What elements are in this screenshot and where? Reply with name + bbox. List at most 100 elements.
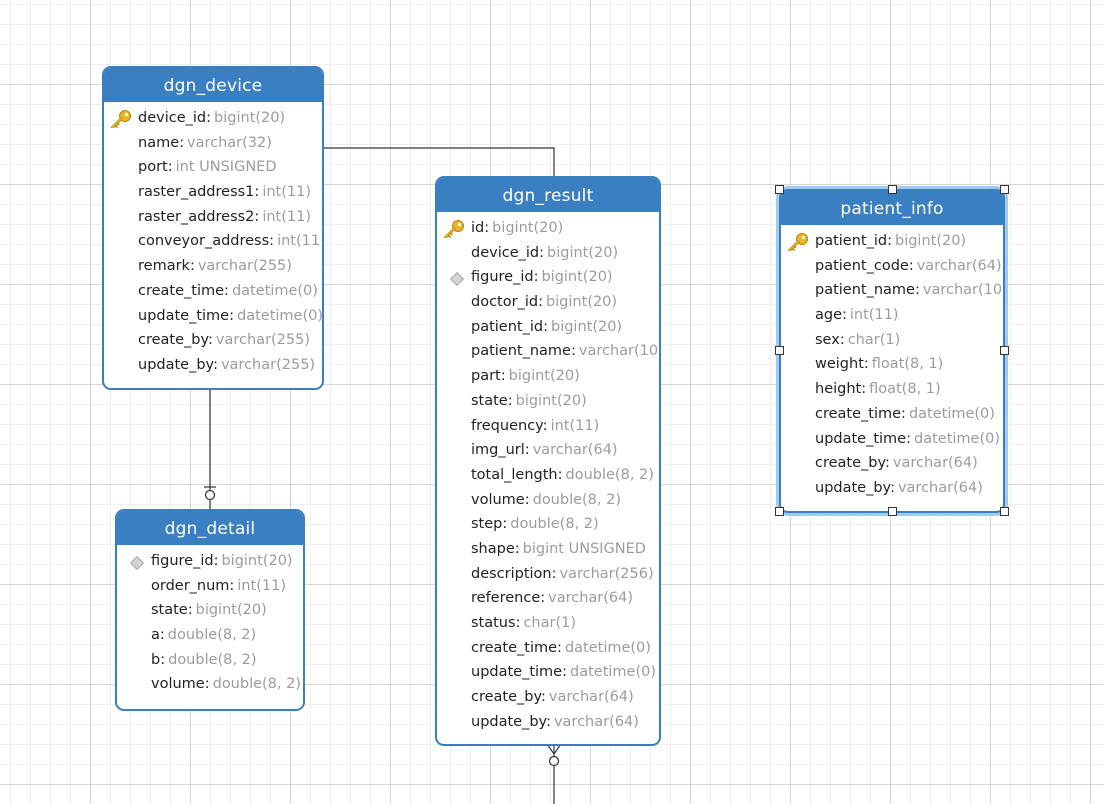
field-row[interactable]: reference:varchar(64)	[437, 586, 659, 611]
primary-key-icon	[110, 109, 132, 129]
field-row[interactable]: port:int UNSIGNED	[104, 155, 322, 180]
field-row[interactable]: frequency:int(11)	[437, 414, 659, 439]
field-row[interactable]: create_time:datetime(0)	[781, 402, 1003, 427]
field-type: int UNSIGNED	[175, 159, 277, 176]
field-row[interactable]: b:double(8, 2)	[117, 648, 303, 673]
field-row[interactable]: name:varchar(32)	[104, 131, 322, 156]
field-row[interactable]: create_by:varchar(64)	[781, 451, 1003, 476]
field-type: varchar(10)	[578, 343, 661, 360]
field-row[interactable]: device_id:bigint(20)	[437, 241, 659, 266]
field-row[interactable]: order_num:int(11)	[117, 574, 303, 599]
field-name: create_by	[815, 455, 886, 472]
field-row[interactable]: remark:varchar(255)	[104, 254, 322, 279]
table-dgn-detail[interactable]: dgn_detail figure_id:bigint(20)order_num…	[115, 509, 305, 711]
resize-handle-bottom[interactable]	[888, 507, 897, 516]
field-row[interactable]: description:varchar(256)	[437, 562, 659, 587]
field-name: step	[471, 516, 503, 533]
field-separator: :	[500, 368, 506, 385]
resize-handle-top-left[interactable]	[775, 185, 784, 194]
table-dgn-device[interactable]: dgn_device device_id:bigint(20)name:varc…	[102, 66, 324, 390]
resize-handle-left[interactable]	[775, 346, 784, 355]
primary-key-icon	[443, 219, 465, 239]
field-type: varchar(64)	[897, 479, 983, 496]
resize-handle-bottom-right[interactable]	[1000, 507, 1009, 516]
field-name: patient_code	[815, 257, 909, 274]
table-patient-info[interactable]: patient_info patient_id:bigint(20)patien…	[779, 189, 1005, 513]
field-row[interactable]: figure_id:bigint(20)	[117, 549, 303, 574]
field-row[interactable]: shape:bigint UNSIGNED	[437, 537, 659, 562]
field-separator: :	[179, 134, 185, 151]
field-row[interactable]: patient_name:varchar(10)	[781, 278, 1003, 303]
field-row[interactable]: conveyor_address:int(11)	[104, 229, 322, 254]
field-name: id	[471, 220, 485, 236]
field-row[interactable]: create_by:varchar(255)	[104, 328, 322, 353]
field-row[interactable]: weight:float(8, 1)	[781, 352, 1003, 377]
field-type: double(8, 2)	[212, 676, 302, 693]
table-dgn-result[interactable]: dgn_result id:bigint(20)device_id:bigint…	[435, 176, 661, 746]
field-row[interactable]: figure_id:bigint(20)	[437, 265, 659, 290]
field-row[interactable]: part:bigint(20)	[437, 364, 659, 389]
resize-handle-top-right[interactable]	[1000, 185, 1009, 194]
field-separator: :	[887, 233, 892, 249]
field-row[interactable]: doctor_id:bigint(20)	[437, 290, 659, 315]
field-name: weight	[815, 356, 864, 373]
resize-handle-right[interactable]	[1000, 346, 1009, 355]
field-row[interactable]: status:char(1)	[437, 611, 659, 636]
field-row[interactable]: id:bigint(20)	[437, 216, 659, 241]
field-type: bigint(20)	[541, 269, 613, 286]
field-row[interactable]: a:double(8, 2)	[117, 623, 303, 648]
field-row[interactable]: create_by:varchar(64)	[437, 685, 659, 710]
field-row[interactable]: create_time:datetime(0)	[437, 636, 659, 661]
field-row[interactable]: patient_code:varchar(64)	[781, 254, 1003, 279]
field-list: figure_id:bigint(20)order_num:int(11)sta…	[117, 545, 303, 697]
field-row[interactable]: total_length:double(8, 2)	[437, 463, 659, 488]
field-name: frequency	[471, 417, 543, 434]
field-row[interactable]: update_by:varchar(64)	[437, 710, 659, 735]
field-name: remark	[138, 258, 190, 275]
field-row[interactable]: update_time:datetime(0)	[437, 660, 659, 685]
field-name: img_url	[471, 442, 525, 459]
field-separator: :	[204, 676, 210, 693]
field-row[interactable]: update_time:datetime(0)	[104, 304, 322, 329]
field-separator: :	[502, 516, 508, 533]
field-name: age	[815, 307, 843, 324]
field-row[interactable]: patient_name:varchar(10)	[437, 339, 659, 364]
field-separator: :	[551, 565, 557, 582]
field-separator: :	[542, 417, 548, 434]
field-separator: :	[224, 282, 229, 299]
field-type: datetime(0)	[908, 405, 995, 422]
field-name: patient_id	[471, 318, 544, 335]
field-type: int(11)	[277, 233, 324, 250]
field-row[interactable]: update_by:varchar(255)	[104, 353, 322, 378]
field-name: description	[471, 565, 552, 582]
field-row[interactable]: volume:double(8, 2)	[117, 672, 303, 697]
field-list: patient_id:bigint(20)patient_code:varcha…	[781, 225, 1003, 501]
field-row[interactable]: height:float(8, 1)	[781, 377, 1003, 402]
field-row[interactable]: state:bigint(20)	[437, 389, 659, 414]
field-row[interactable]: raster_address2:int(11)	[104, 205, 322, 230]
field-separator: :	[890, 479, 895, 496]
field-row[interactable]: step:double(8, 2)	[437, 512, 659, 537]
field-row[interactable]: volume:double(8, 2)	[437, 488, 659, 513]
field-name: sex	[815, 331, 840, 348]
field-type: varchar(64)	[548, 590, 634, 607]
field-type: datetime(0)	[570, 664, 656, 681]
resize-handle-top[interactable]	[888, 185, 897, 194]
field-type: varchar(64)	[892, 455, 978, 472]
field-row[interactable]: patient_id:bigint(20)	[781, 229, 1003, 254]
field-row[interactable]: patient_id:bigint(20)	[437, 315, 659, 340]
field-row[interactable]: age:int(11)	[781, 303, 1003, 328]
field-name: create_time	[815, 405, 902, 422]
field-row[interactable]: img_url:varchar(64)	[437, 438, 659, 463]
relation-device-result[interactable]	[323, 147, 555, 179]
field-row[interactable]: create_time:datetime(0)	[104, 279, 322, 304]
field-row[interactable]: sex:char(1)	[781, 328, 1003, 353]
resize-handle-bottom-left[interactable]	[775, 507, 784, 516]
field-row[interactable]: device_id:bigint(20)	[104, 106, 322, 131]
field-row[interactable]: update_time:datetime(0)	[781, 427, 1003, 452]
crowfoot-many-icon	[546, 743, 562, 756]
field-row[interactable]: raster_address1:int(11)	[104, 180, 322, 205]
field-row[interactable]: state:bigint(20)	[117, 598, 303, 623]
field-type: int(11)	[262, 208, 311, 225]
field-row[interactable]: update_by:varchar(64)	[781, 476, 1003, 501]
